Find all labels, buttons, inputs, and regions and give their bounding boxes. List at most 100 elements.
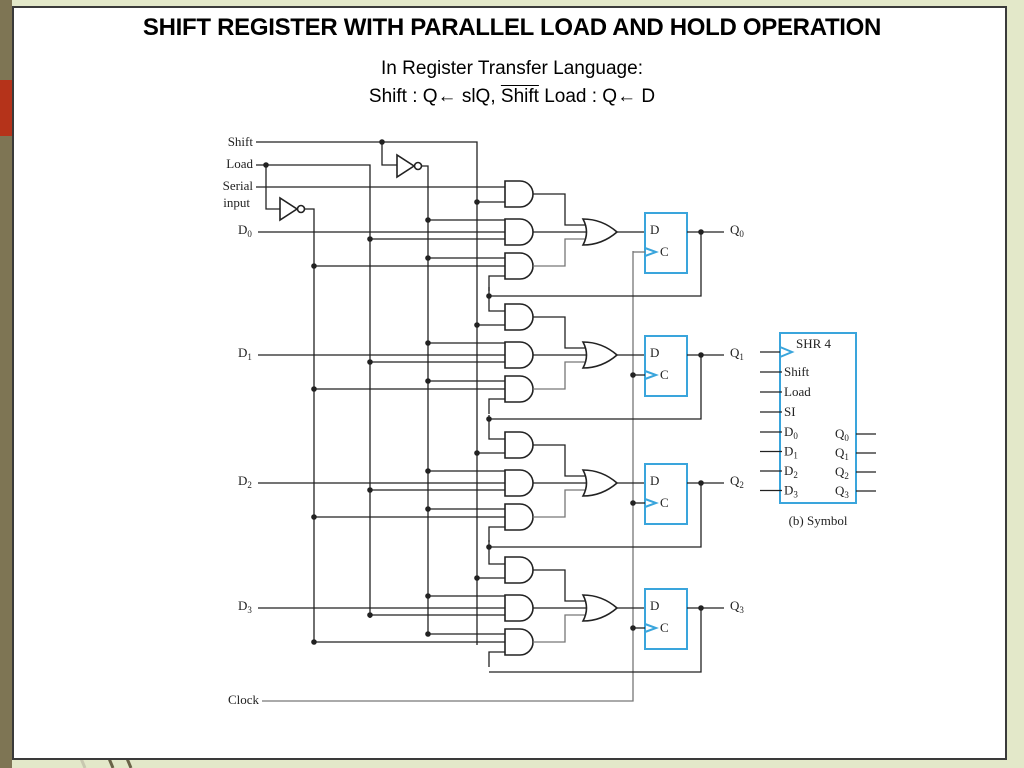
wire-and1-prevq — [488, 540, 505, 565]
ff-d-label: D — [650, 473, 659, 488]
junction — [311, 514, 317, 520]
wire-q-feedback — [489, 483, 702, 548]
symbol-d-label-2-subscript: 2 — [793, 470, 798, 480]
label-q0-base: Q — [730, 222, 740, 237]
junction — [311, 263, 317, 269]
and-gate — [504, 431, 534, 459]
wire-and3-feedback — [488, 275, 505, 291]
label-d2: D2 — [238, 473, 252, 490]
wire-and3-out — [533, 361, 585, 390]
wire-q-feedback — [489, 608, 702, 673]
label-q0: Q0 — [730, 222, 744, 239]
or-gate — [581, 594, 619, 622]
and-gate — [504, 594, 534, 622]
symbol-input-label: Shift — [784, 364, 810, 379]
or-gate — [581, 218, 619, 246]
symbol-q-label-1: Q1 — [835, 445, 849, 462]
label-d3: D3 — [238, 598, 252, 615]
label-d1-subscript: 1 — [247, 352, 252, 362]
junction — [367, 612, 373, 618]
symbol-d-label-3-base: D — [784, 483, 793, 498]
label-q3-subscript: 3 — [739, 605, 744, 615]
symbol-d-label-2: D2 — [784, 463, 798, 480]
junction — [367, 359, 373, 365]
symbol-d-label-3: D3 — [784, 483, 798, 500]
wire-and1-prevq — [488, 415, 505, 440]
wire-shift-to-inverter — [381, 142, 397, 166]
junction — [367, 236, 373, 242]
junction — [425, 593, 431, 599]
symbol-d-label-0-base: D — [784, 424, 793, 439]
and-gate — [504, 218, 534, 246]
label-q3-base: Q — [730, 598, 740, 613]
symbol-input-label: SI — [784, 404, 796, 419]
wire-and1-out — [533, 193, 585, 226]
junction — [425, 217, 431, 223]
ff-d-label: D — [650, 222, 659, 237]
d-flipflop — [644, 212, 688, 274]
and-gate — [504, 341, 534, 369]
d-flipflop — [644, 588, 688, 650]
label-q1-subscript: 1 — [739, 352, 744, 362]
slide-title: SHIFT REGISTER WITH PARALLEL LOAD AND HO… — [142, 14, 882, 41]
wire-q-feedback — [489, 232, 702, 297]
junction — [474, 450, 480, 456]
symbol-caption: (b) Symbol — [789, 513, 848, 528]
symbol-q-label-0-base: Q — [835, 426, 845, 441]
and-gate — [504, 556, 534, 584]
slide-subtitle: In Register Transfer Language: — [381, 58, 643, 79]
wire-and3-out — [533, 238, 585, 267]
junction — [474, 199, 480, 205]
junction — [425, 631, 431, 637]
symbol-d-label-1-base: D — [784, 444, 793, 459]
inverter-load — [279, 196, 299, 222]
junction — [630, 372, 636, 378]
rtl-part-1: Shift : Q← slQ, — [368, 86, 501, 107]
symbol-q-label-0: Q0 — [835, 426, 849, 443]
symbol-q-label-0-subscript: 0 — [844, 433, 849, 443]
symbol-d-label-1: D1 — [784, 444, 798, 461]
symbol-q-label-3: Q3 — [835, 483, 849, 500]
rtl-expression: Shift : Q← slQ, Shift Load : Q← D — [0, 86, 1024, 108]
clock-edge-icon — [644, 498, 659, 508]
wire-and3-out — [533, 614, 585, 643]
label-d3-base: D — [238, 598, 247, 613]
symbol-name: SHR 4 — [796, 336, 832, 351]
label-d2-base: D — [238, 473, 247, 488]
symbol-d-label-1-subscript: 1 — [793, 451, 798, 461]
wire-and3-feedback — [488, 398, 505, 414]
wire-load — [256, 164, 371, 618]
symbol-q-label-3-subscript: 3 — [844, 490, 849, 500]
junction — [425, 255, 431, 261]
clock-edge-icon — [644, 623, 659, 633]
ff-c-label: C — [660, 495, 669, 510]
wire-and1-out — [533, 444, 585, 477]
symbol-d-label-0: D0 — [784, 424, 798, 441]
wire-shift — [256, 141, 478, 645]
inverter-bubble — [296, 204, 306, 214]
label-d0-subscript: 0 — [247, 229, 252, 239]
symbol-d-label-3-subscript: 3 — [793, 490, 798, 500]
symbol-q-label-1-subscript: 1 — [844, 452, 849, 462]
wire-load-to-inverter — [265, 165, 280, 210]
label-q3: Q3 — [730, 598, 744, 615]
symbol-q-label-1-base: Q — [835, 445, 845, 460]
wire-load-not — [305, 208, 315, 643]
and-gate — [504, 503, 534, 531]
ff-d-label: D — [650, 345, 659, 360]
and-gate — [504, 469, 534, 497]
left-decorative-band — [0, 0, 12, 768]
junction — [425, 340, 431, 346]
wire-and1-out — [533, 569, 585, 602]
symbol-q-label-2: Q2 — [835, 464, 849, 481]
label-serial: Serial — [223, 178, 254, 193]
junction — [311, 386, 317, 392]
inverter-bubble — [413, 161, 423, 171]
junction — [425, 468, 431, 474]
wire-and3-feedback — [488, 526, 505, 542]
junction — [630, 500, 636, 506]
inverter-shift — [396, 153, 416, 179]
